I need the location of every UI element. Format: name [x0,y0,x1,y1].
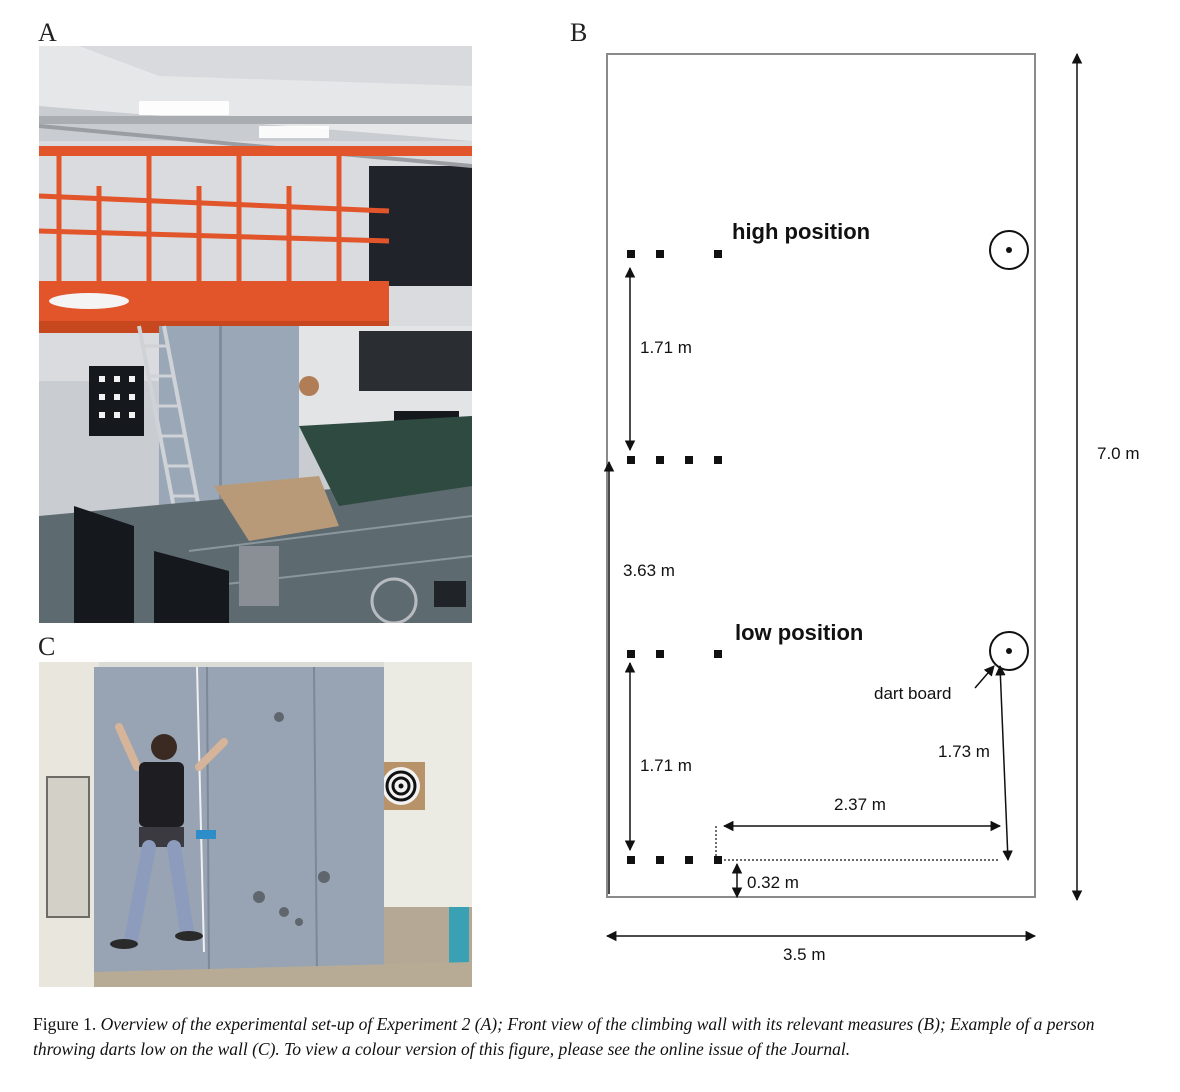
horizontal-distance-label: 2.37 m [834,795,886,814]
climbing-wall-diagram: high position low position 1.71 m 3.63 m… [603,52,1140,964]
wall-width-label: 3.5 m [783,945,826,964]
low-position-label: low position [735,620,863,645]
dart-board-pointer [974,665,995,689]
panel-label-a: A [38,18,57,47]
figure-caption: Figure 1. Overview of the experimental s… [33,1012,1153,1062]
figure-caption-text: Overview of the experimental set-up of E… [33,1014,1095,1059]
floor-markers [627,856,722,864]
mid-height-label: 3.63 m [623,561,675,580]
climber-figure [110,723,228,949]
high-position-label: high position [732,219,870,244]
board-height-label: 1.73 m [938,742,990,761]
floor-offset-label: 0.32 m [747,873,799,892]
figure-caption-label: Figure 1. [33,1014,97,1034]
upper-gap-label: 1.71 m [640,338,692,357]
high-dart-board [989,230,1029,270]
photo-setup-overview [39,46,472,623]
low-position-markers [627,650,722,658]
climber-illustration [39,662,472,987]
photo-person-throwing [39,662,472,987]
setup-illustration [39,46,472,623]
dart-board-label: dart board [874,684,952,703]
wall-outline [606,53,1036,898]
wall-height-label: 7.0 m [1097,444,1140,463]
panel-label-c: C [38,632,56,661]
middle-markers [627,456,722,464]
low-dart-board [989,631,1029,671]
lower-gap-label: 1.71 m [640,756,692,775]
high-position-markers [627,250,722,258]
board-height-arrow [995,664,1013,862]
panel-label-b: B [570,18,588,47]
